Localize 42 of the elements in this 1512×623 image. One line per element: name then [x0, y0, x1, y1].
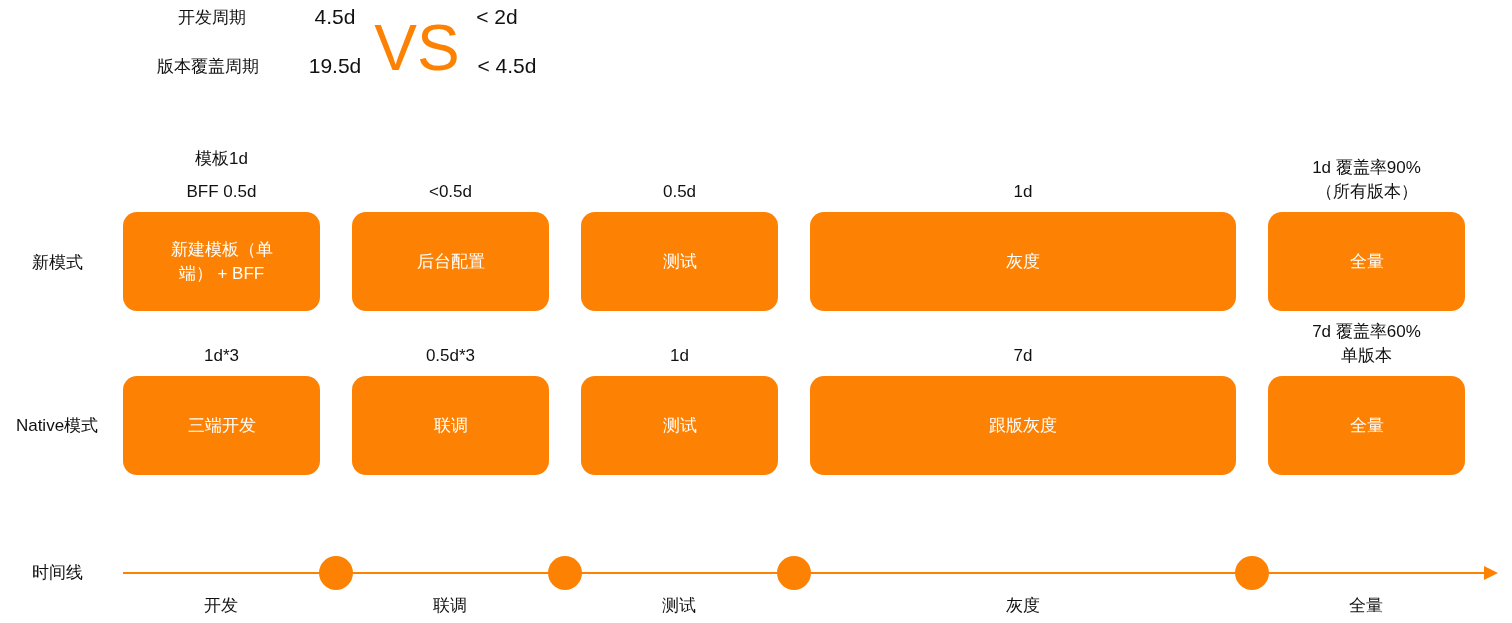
- step-text: 全量: [1348, 250, 1385, 273]
- milestone-dot: [1235, 556, 1269, 590]
- duration-label: （所有版本）: [1315, 181, 1418, 203]
- duration-label: <0.5d: [429, 181, 472, 203]
- step-text: 灰度: [1005, 250, 1041, 273]
- phase-label: 测试: [662, 594, 696, 617]
- duration-label: BFF 0.5d: [186, 181, 257, 203]
- phase-label: 灰度: [1006, 594, 1040, 617]
- phase-label: 联调: [433, 594, 467, 617]
- row-label: 新模式: [31, 251, 83, 274]
- duration-label: 7d: [1013, 345, 1033, 367]
- metric-name: 开发周期: [178, 6, 246, 29]
- duration-label: 单版本: [1341, 345, 1392, 367]
- milestone-dot: [319, 556, 353, 590]
- step-text: 新建模板（单端） + BFF: [169, 238, 274, 285]
- duration-label: 0.5d: [662, 181, 697, 203]
- duration-label: 1d*3: [204, 345, 239, 367]
- milestone-dot: [777, 556, 811, 590]
- vs-text: VS: [374, 11, 460, 85]
- duration-label: 1d 覆盖率90%: [1312, 157, 1421, 179]
- metric-value: 4.5d: [314, 5, 356, 29]
- metric-value: 19.5d: [308, 54, 362, 78]
- duration-label: 1d: [1013, 181, 1033, 203]
- duration-label: 0.5d*3: [425, 345, 476, 367]
- step-text: 后台配置: [415, 250, 486, 273]
- phase-label: 开发: [204, 594, 238, 617]
- phase-label: 全量: [1349, 594, 1383, 617]
- step-text: 全量: [1348, 414, 1385, 437]
- row-label: 时间线: [31, 561, 83, 584]
- duration-label: 1d: [670, 345, 689, 367]
- duration-label: 模板1d: [195, 148, 248, 170]
- row-label: Native模式: [15, 414, 99, 437]
- step-text: 测试: [661, 250, 698, 273]
- metric-value: < 4.5d: [477, 54, 537, 78]
- metric-value: < 2d: [476, 5, 518, 29]
- step-text: 跟版灰度: [988, 414, 1058, 437]
- metric-name: 版本覆盖周期: [157, 55, 259, 78]
- step-text: 联调: [432, 414, 469, 437]
- duration-label: 7d 覆盖率60%: [1312, 321, 1421, 343]
- step-text: 测试: [661, 414, 698, 437]
- milestone-dot: [548, 556, 582, 590]
- step-text: 三端开发: [186, 414, 257, 437]
